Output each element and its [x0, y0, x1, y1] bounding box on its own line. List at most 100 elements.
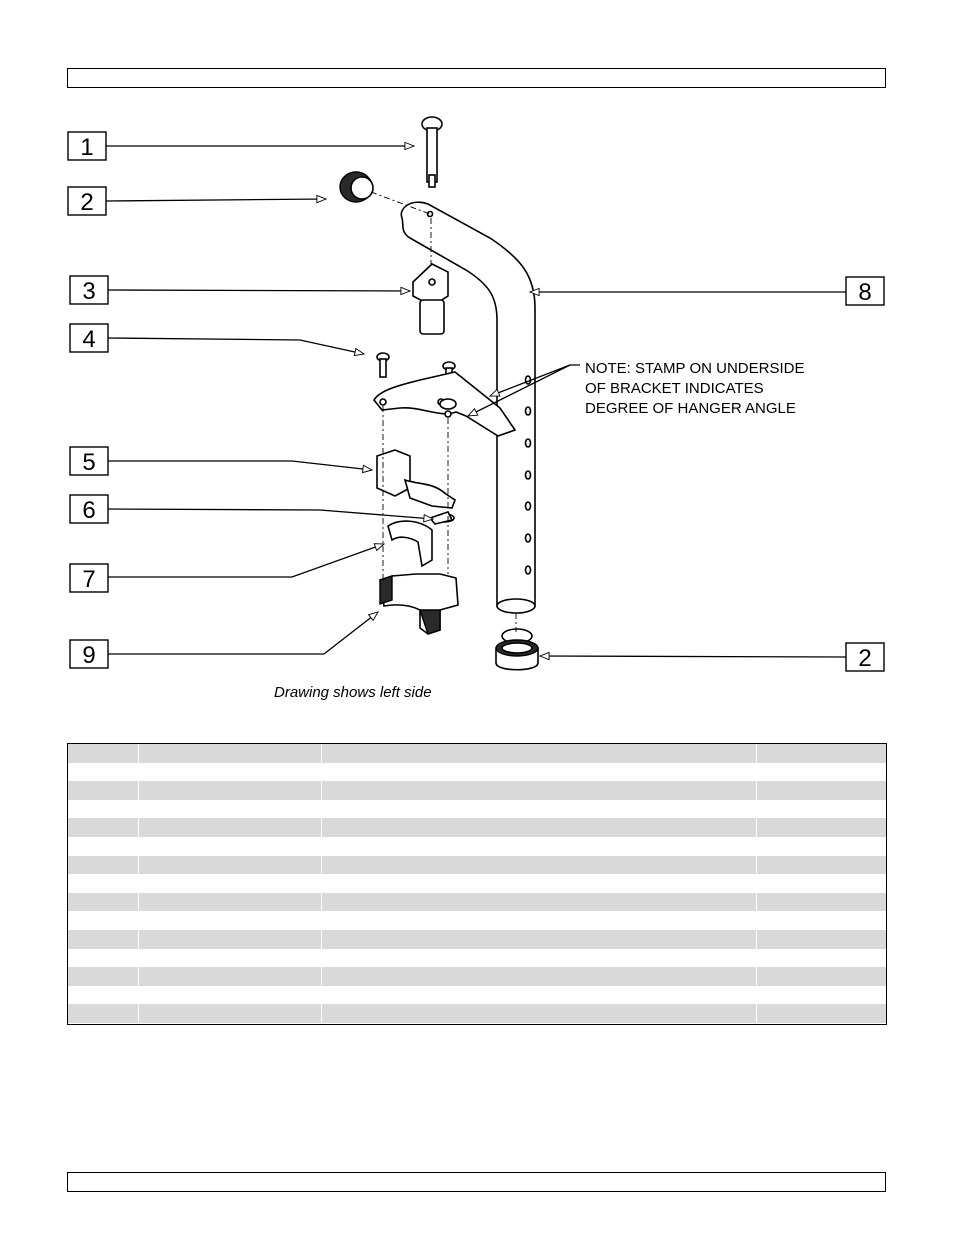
- table-cell: [756, 949, 886, 968]
- callout-4: 4: [69, 323, 109, 353]
- callout-2-top-label: 2: [80, 189, 93, 216]
- callout-3-label: 3: [82, 278, 95, 305]
- table-cell: [321, 762, 757, 782]
- callout-1: 1: [67, 131, 107, 161]
- table-cell: [321, 1004, 757, 1023]
- table-row: [68, 1004, 886, 1023]
- table-header-cell: [321, 744, 757, 763]
- note-line-3: DEGREE OF HANGER ANGLE: [585, 400, 796, 417]
- table-header-cell: [68, 744, 139, 763]
- table-cell: [138, 911, 322, 930]
- table-cell: [68, 948, 139, 968]
- callout-7: 7: [69, 563, 109, 593]
- table-cell: [756, 800, 886, 819]
- table-cell: [138, 799, 322, 819]
- callout-8-label: 8: [858, 279, 871, 306]
- table-row: [68, 929, 886, 949]
- table-row: [68, 892, 886, 912]
- table-cell: [68, 818, 139, 837]
- clamp-part-9: [379, 573, 459, 635]
- table-cell: [138, 836, 322, 856]
- callout-6: 6: [69, 494, 109, 524]
- table-cell: [321, 799, 757, 819]
- callout-5-label: 5: [82, 449, 95, 476]
- table-cell: [68, 836, 139, 856]
- callout-5: 5: [69, 446, 109, 476]
- table-row: [68, 799, 886, 819]
- callout-4-label: 4: [82, 326, 95, 353]
- table-row: [68, 762, 886, 782]
- table-cell: [138, 985, 322, 1005]
- callout-2-top: 2: [67, 186, 107, 216]
- table-cell: [756, 911, 886, 930]
- clip-part-7: [387, 520, 433, 568]
- table-cell: [756, 893, 886, 912]
- exploded-parts-drawing: 1 2 3 4 5 6 7 9 8 2 NOTE: STAMP ON UNDER…: [67, 116, 885, 672]
- table-cell: [321, 818, 757, 837]
- table-row: [68, 781, 886, 800]
- table-cell: [138, 762, 322, 782]
- table-cell: [138, 1004, 322, 1023]
- table-cell: [756, 781, 886, 800]
- table-cell: [321, 892, 757, 912]
- callout-9-label: 9: [82, 642, 95, 669]
- table-cell: [68, 892, 139, 912]
- callout-9: 9: [69, 639, 109, 669]
- table-cell: [68, 799, 139, 819]
- hanger-tube: [400, 201, 536, 614]
- table-row: [68, 874, 886, 893]
- footer-bar: [67, 1172, 886, 1192]
- callout-2-bottom: 2: [845, 642, 885, 672]
- table-cell: [321, 929, 757, 949]
- note-line-2: OF BRACKET INDICATES: [585, 380, 764, 397]
- table-cell: [756, 930, 886, 949]
- table-row: [68, 967, 886, 986]
- table-cell: [68, 929, 139, 949]
- drawing-caption: Drawing shows left side: [274, 684, 432, 701]
- table-cell: [68, 967, 139, 986]
- pivot-part-3: [412, 263, 449, 335]
- table-cell: [68, 985, 139, 1005]
- callout-8: 8: [845, 276, 885, 306]
- table-cell: [68, 781, 139, 800]
- table-cell: [138, 855, 322, 875]
- table-cell: [321, 985, 757, 1005]
- callout-3: 3: [69, 275, 109, 305]
- table-cell: [756, 763, 886, 782]
- table-cell: [138, 892, 322, 912]
- table-row: [68, 985, 886, 1005]
- table-row: [68, 818, 886, 837]
- table-cell: [756, 874, 886, 893]
- table-cell: [756, 818, 886, 837]
- callout-7-label: 7: [82, 566, 95, 593]
- table-cell: [756, 967, 886, 986]
- callout-6-label: 6: [82, 497, 95, 524]
- table-cell: [138, 929, 322, 949]
- table-cell: [321, 781, 757, 800]
- table-cell: [138, 781, 322, 800]
- stamp-note: NOTE: STAMP ON UNDERSIDE OF BRACKET INDI…: [585, 360, 804, 417]
- parts-table: [67, 743, 887, 1025]
- table-cell: [321, 948, 757, 968]
- table-cell: [138, 948, 322, 968]
- table-row: [68, 948, 886, 968]
- table-cell: [138, 874, 322, 893]
- table-header-cell: [138, 744, 322, 763]
- table-cell: [68, 855, 139, 875]
- header-bar: [67, 68, 886, 88]
- callout-2-bottom-label: 2: [858, 645, 871, 672]
- table-cell: [756, 986, 886, 1005]
- table-cell: [321, 874, 757, 893]
- clamp-part-5: [376, 449, 456, 509]
- table-cell: [68, 874, 139, 893]
- screws-part-4: [376, 352, 456, 387]
- table-row: [68, 911, 886, 930]
- table-cell: [756, 837, 886, 856]
- bushing-part-2-top: [339, 171, 374, 203]
- table-cell: [756, 856, 886, 875]
- note-line-1: NOTE: STAMP ON UNDERSIDE: [585, 360, 804, 377]
- table-row: [68, 855, 886, 875]
- table-cell: [321, 911, 757, 930]
- table-row: [68, 836, 886, 856]
- bolt-part-1: [421, 116, 443, 188]
